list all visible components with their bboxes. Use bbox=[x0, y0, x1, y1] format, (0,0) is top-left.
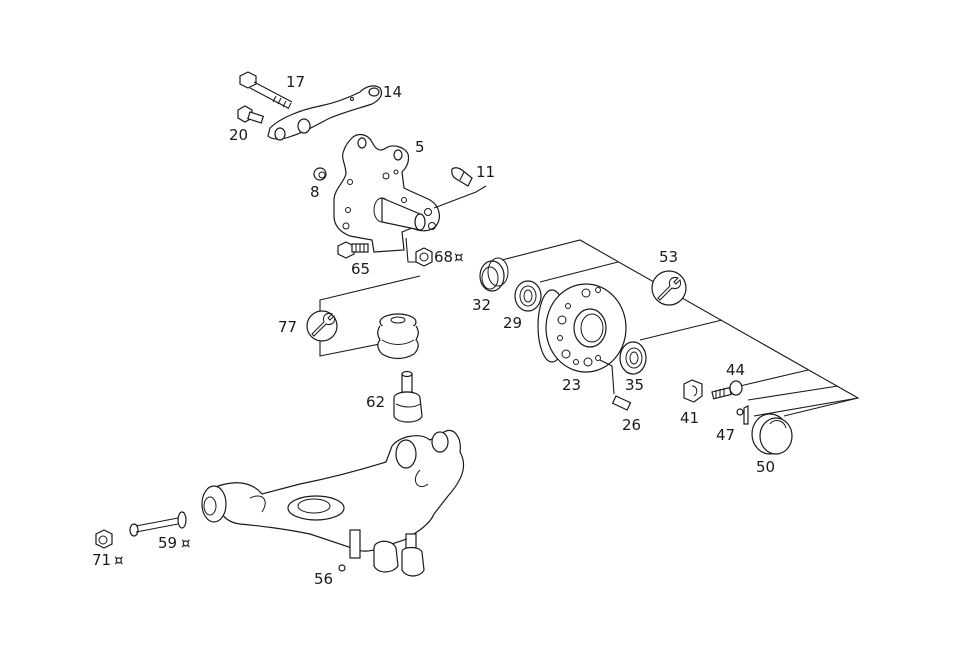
label-68-note: ¤ bbox=[454, 248, 464, 266]
part-53-repair-kit[interactable] bbox=[651, 270, 687, 306]
dust-boot[interactable] bbox=[377, 313, 419, 360]
label-11: 11 bbox=[476, 163, 495, 181]
leader-line-68 bbox=[405, 237, 416, 263]
label-5: 5 bbox=[415, 138, 425, 156]
label-23: 23 bbox=[562, 376, 581, 394]
label-50: 50 bbox=[756, 458, 775, 476]
label-77: 77 bbox=[278, 318, 297, 336]
label-65: 65 bbox=[351, 260, 370, 278]
label-29: 29 bbox=[503, 314, 522, 332]
label-59-note: ¤ bbox=[181, 534, 191, 552]
label-20: 20 bbox=[229, 126, 248, 144]
part-47-contact-spring[interactable] bbox=[736, 405, 749, 425]
part-68-nut[interactable] bbox=[415, 247, 433, 267]
part-77-repair-kit[interactable] bbox=[306, 310, 338, 342]
label-56: 56 bbox=[314, 570, 333, 588]
label-68: 68 bbox=[434, 248, 453, 266]
part-56-lower-control-arm[interactable] bbox=[201, 429, 465, 577]
part-5-steering-knuckle[interactable] bbox=[333, 133, 440, 253]
part-50-hub-cap[interactable] bbox=[751, 413, 793, 455]
part-59-bolt[interactable] bbox=[129, 511, 187, 537]
label-71-note: ¤ bbox=[114, 551, 124, 569]
kit-53-line-29 bbox=[539, 261, 619, 283]
part-26-pin[interactable] bbox=[611, 395, 632, 411]
label-35: 35 bbox=[625, 376, 644, 394]
part-65-bolt[interactable] bbox=[337, 241, 369, 259]
part-8-plug[interactable] bbox=[313, 167, 327, 181]
label-41: 41 bbox=[680, 409, 699, 427]
label-26: 26 bbox=[622, 416, 641, 434]
label-53: 53 bbox=[659, 248, 678, 266]
label-32: 32 bbox=[472, 296, 491, 314]
kit-53-line-47 bbox=[747, 385, 839, 401]
part-62-ball-joint[interactable] bbox=[393, 370, 423, 423]
part-32-seal-ring[interactable] bbox=[479, 257, 509, 292]
kit-53-bracket bbox=[501, 239, 860, 417]
label-44: 44 bbox=[726, 361, 745, 379]
label-71: 71 bbox=[92, 551, 111, 569]
part-23-wheel-hub[interactable] bbox=[537, 283, 627, 373]
kit-53-line-44 bbox=[739, 369, 809, 387]
part-71-nut[interactable] bbox=[95, 529, 113, 549]
part-17-bolt[interactable] bbox=[239, 71, 293, 110]
part-44-screw[interactable] bbox=[711, 380, 743, 400]
label-17: 17 bbox=[286, 73, 305, 91]
leader-line-26 bbox=[599, 359, 615, 395]
label-14: 14 bbox=[383, 83, 402, 101]
leader-line-11 bbox=[433, 185, 487, 209]
label-47: 47 bbox=[716, 426, 735, 444]
part-11-grease-nipple[interactable] bbox=[451, 167, 473, 187]
kit-53-line-50 bbox=[783, 397, 859, 417]
kit-53-line-35 bbox=[639, 319, 723, 341]
wrench-icon bbox=[657, 277, 681, 301]
part-20-bolt[interactable] bbox=[237, 105, 265, 124]
label-59: 59 bbox=[158, 534, 177, 552]
part-41-clamp-nut[interactable] bbox=[683, 379, 703, 403]
part-35-outer-bearing[interactable] bbox=[619, 341, 647, 375]
label-62: 62 bbox=[366, 393, 385, 411]
label-8: 8 bbox=[310, 183, 320, 201]
part-29-inner-bearing[interactable] bbox=[514, 280, 542, 312]
part-14-steering-arm[interactable] bbox=[267, 85, 383, 141]
wrench-icon bbox=[311, 313, 335, 337]
